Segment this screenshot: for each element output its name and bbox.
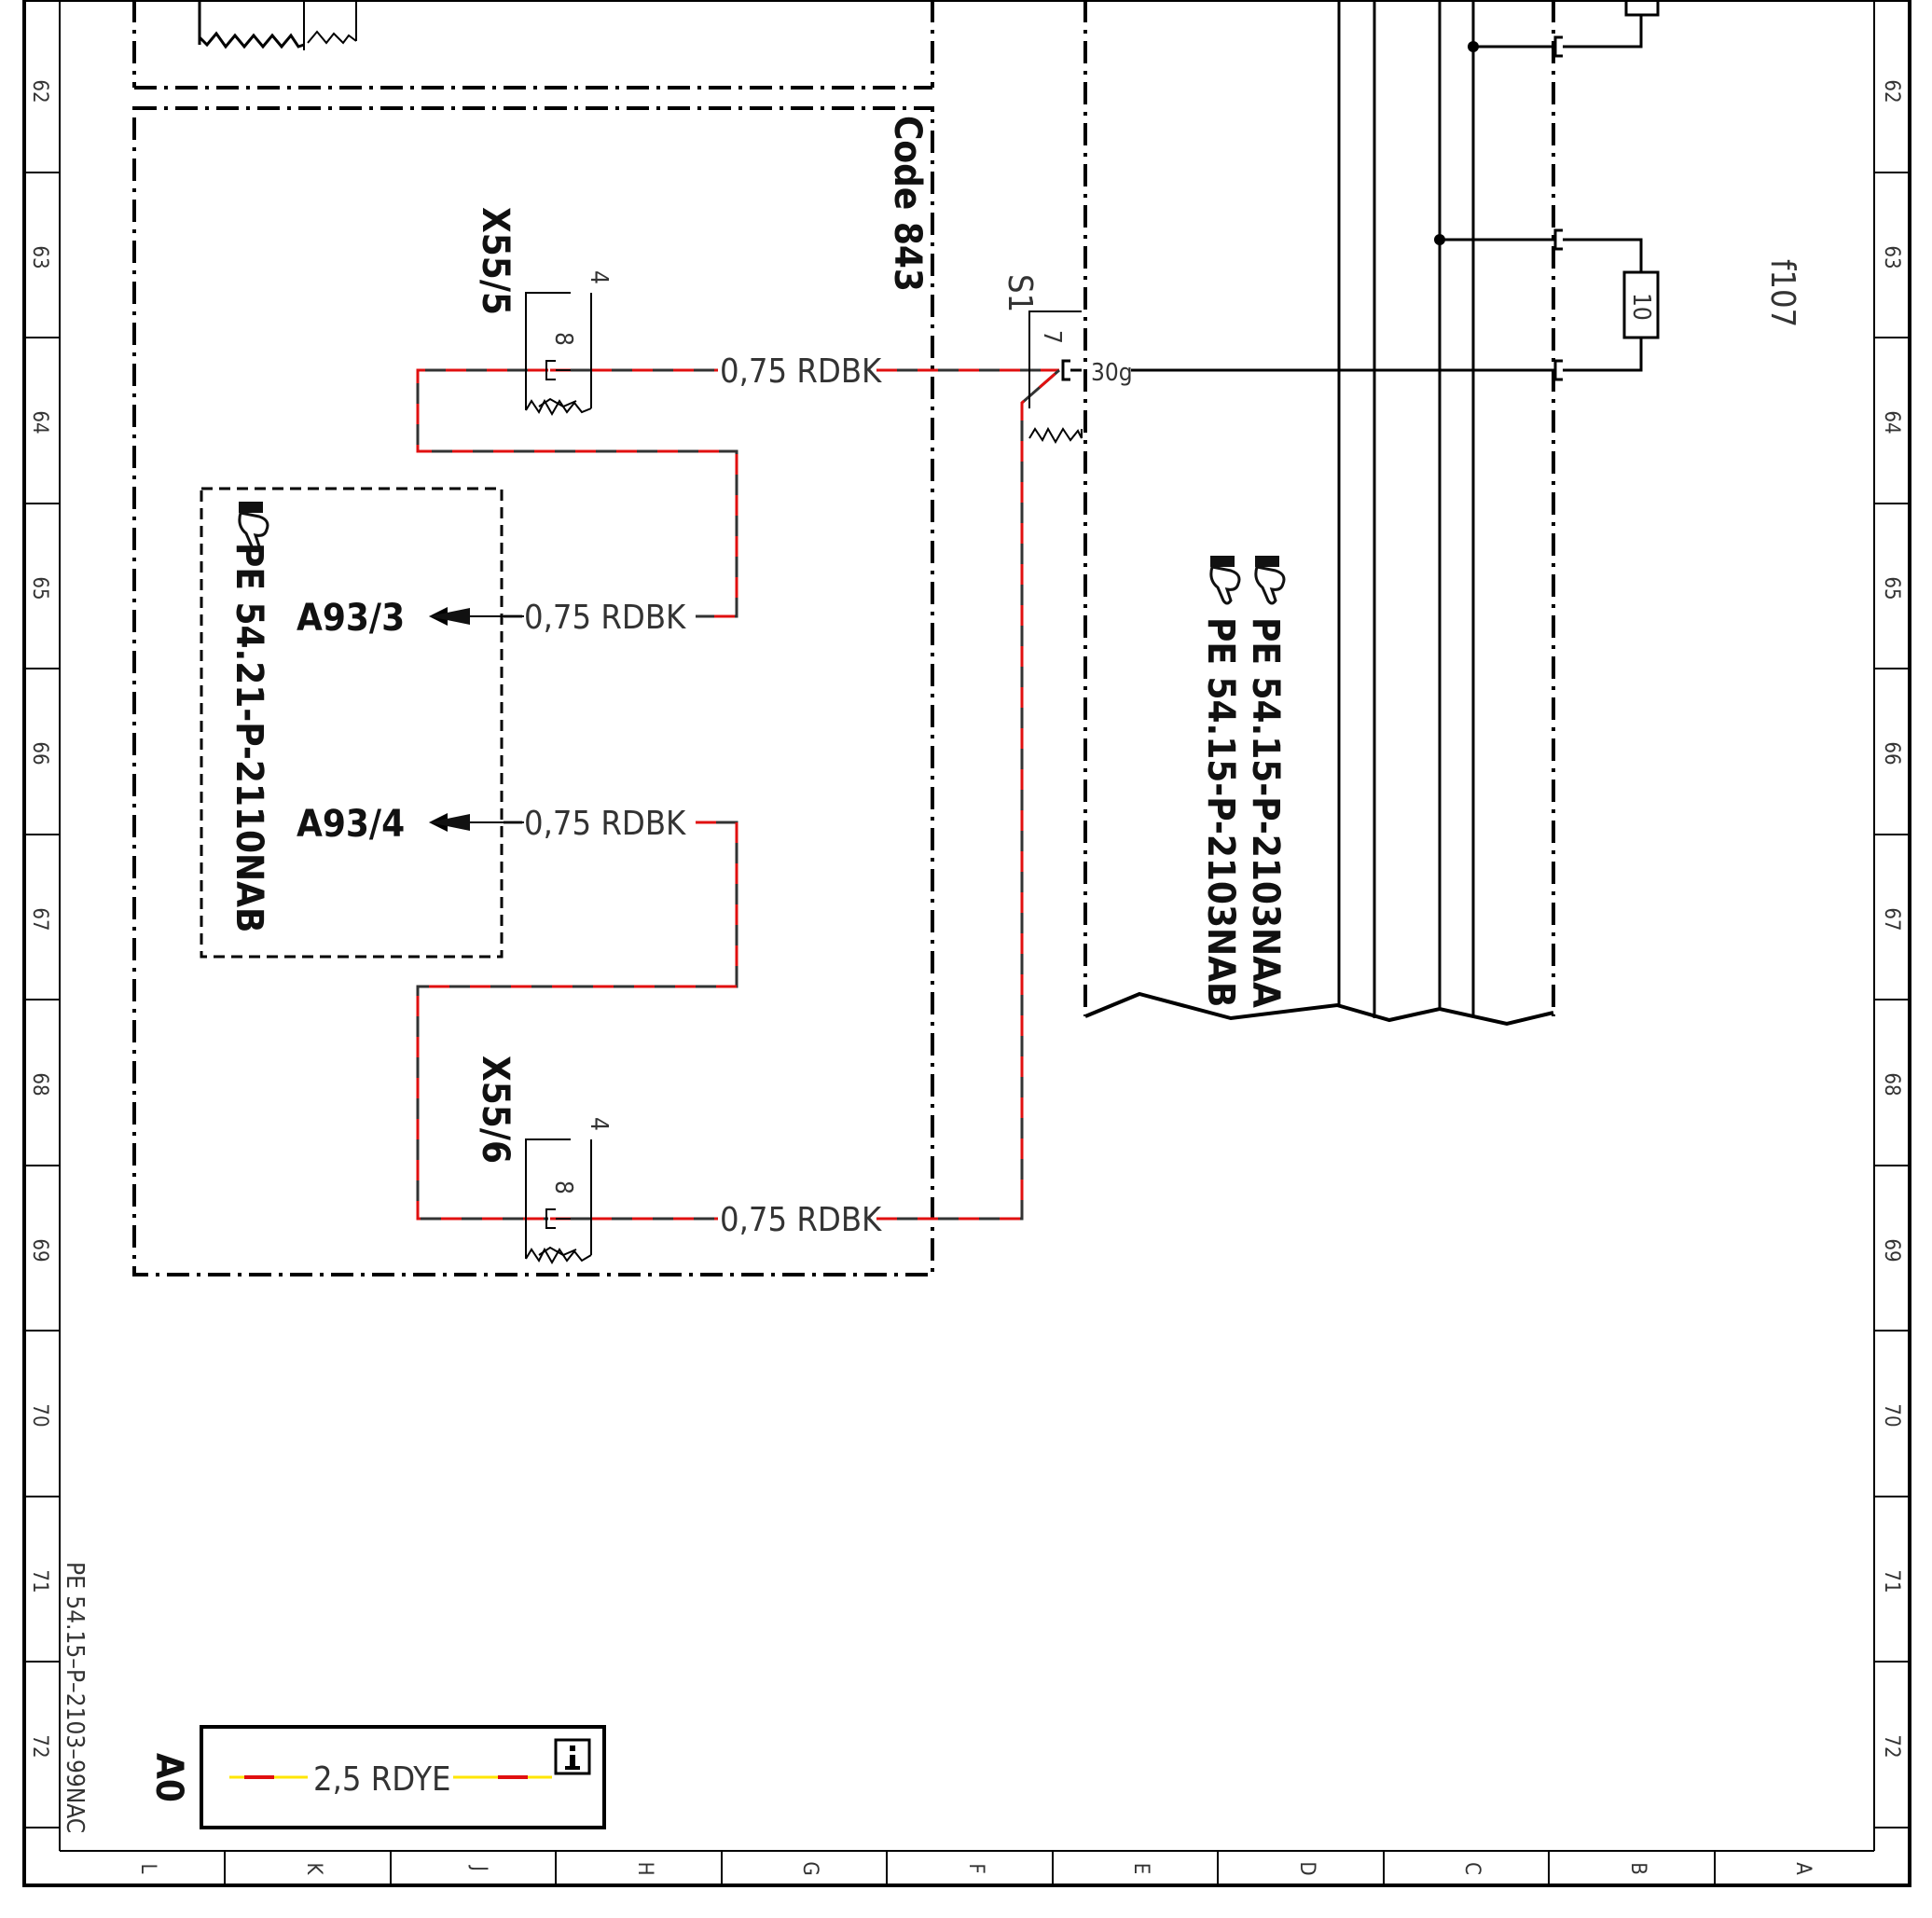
terminal-label: 30g [1091, 359, 1133, 387]
row-label: 68 [1880, 1072, 1903, 1096]
pin-label: 8 [549, 332, 577, 346]
legend-wire-label: 2,5 RDYE [313, 1760, 450, 1799]
row-label: 69 [28, 1238, 51, 1262]
reference-text: PE 54.21-P-2110NAB [228, 543, 270, 932]
wire-legend: 2,5 RDYE [200, 1725, 606, 1829]
row-label: 66 [28, 741, 51, 765]
pin-label: 8 [549, 1180, 577, 1194]
row-label: 72 [1880, 1734, 1903, 1758]
pin-label: 7 [1038, 330, 1066, 344]
column-label: B [1626, 1862, 1649, 1875]
column-label: G [798, 1861, 821, 1875]
wire-label: 0,75 RDBK [720, 1201, 882, 1239]
target-label: A93/3 [297, 597, 405, 640]
row-label: 64 [1880, 410, 1903, 434]
row-label: 63 [1880, 245, 1903, 269]
row-label: 71 [28, 1569, 51, 1593]
power-distribution-block: 10 f107 [1083, 0, 1801, 1027]
row-label: 71 [1880, 1569, 1903, 1593]
row-label: 70 [1880, 1403, 1903, 1427]
row-label: 62 [28, 79, 51, 103]
column-label: F [964, 1863, 987, 1873]
connector-x55-6: X55/6 4 8 [474, 1056, 613, 1265]
column-ticks [224, 1851, 1716, 1885]
row-label: 70 [28, 1403, 51, 1427]
row-label: 72 [28, 1734, 51, 1758]
column-labels: L K J H G F E D C B A [136, 1861, 1815, 1875]
wire-label: 0,75 RDBK [720, 352, 882, 391]
code-label: Code 843 [886, 116, 929, 292]
info-icon [554, 1738, 591, 1775]
pointing-hand-icon [238, 502, 269, 551]
fuse-value: 10 [1627, 293, 1655, 321]
row-label: 68 [28, 1072, 51, 1096]
switch-label: S1 [1000, 274, 1039, 312]
upper-partial-box [132, 0, 934, 90]
row-label: 69 [1880, 1238, 1903, 1262]
wire-label: 0,75 RDBK [524, 805, 686, 843]
column-label: A [1791, 1862, 1815, 1875]
connector-label: X55/5 [474, 207, 517, 315]
pointing-hand-icon [1254, 556, 1286, 605]
wire-harness [416, 368, 1060, 1221]
fuse-label: f107 [1763, 259, 1801, 327]
terminal-marks [1553, 35, 1576, 381]
pointing-hand-icon [1209, 556, 1241, 605]
right-references: PE 54.15-P-2103NAA PE 54.15-P-2103NAB [1199, 556, 1287, 1008]
pin-label: 4 [585, 270, 613, 284]
row-label: 67 [1880, 907, 1903, 931]
target-arrows [429, 607, 524, 832]
column-label: L [136, 1863, 159, 1873]
column-label: C [1460, 1862, 1484, 1875]
sheet-label: A0 [147, 1753, 190, 1802]
reference-text: PE 54.15-P-2103NAA [1244, 617, 1287, 1008]
row-label: 63 [28, 245, 51, 269]
document-reference: PE 54.15–P–2103–99NAC [61, 1562, 89, 1833]
row-labels-right: 62 63 64 65 66 67 68 69 70 71 72 [1880, 79, 1903, 1758]
reference-text: PE 54.15-P-2103NAB [1199, 617, 1242, 1007]
row-label: 65 [28, 576, 51, 600]
row-label: 66 [1880, 741, 1903, 765]
row-ticks [24, 172, 1910, 1828]
code-843-box: Code 843 [132, 106, 934, 1276]
wire-label: 0,75 RDBK [524, 599, 686, 637]
drawing-frame: 62 63 64 65 66 67 68 69 70 71 72 62 63 6… [22, 0, 1911, 1887]
column-label: D [1295, 1861, 1318, 1875]
switch-s1: S1 7 30g [1000, 274, 1133, 445]
row-labels-left: 62 63 64 65 66 67 68 69 70 71 72 [28, 79, 51, 1758]
column-label: E [1129, 1863, 1152, 1875]
row-label: 62 [1880, 79, 1903, 103]
target-label: A93/4 [297, 803, 405, 846]
connector-x55-5: X55/5 4 8 [474, 207, 613, 417]
reference-box: PE 54.21-P-2110NAB [200, 487, 504, 959]
column-label: H [633, 1862, 656, 1876]
column-label: J [467, 1864, 490, 1871]
row-label: 67 [28, 907, 51, 931]
row-label: 64 [28, 410, 51, 434]
pin-label: 4 [585, 1117, 613, 1131]
column-label: K [302, 1863, 325, 1876]
connector-label: X55/6 [474, 1056, 517, 1164]
row-label: 65 [1880, 576, 1903, 600]
